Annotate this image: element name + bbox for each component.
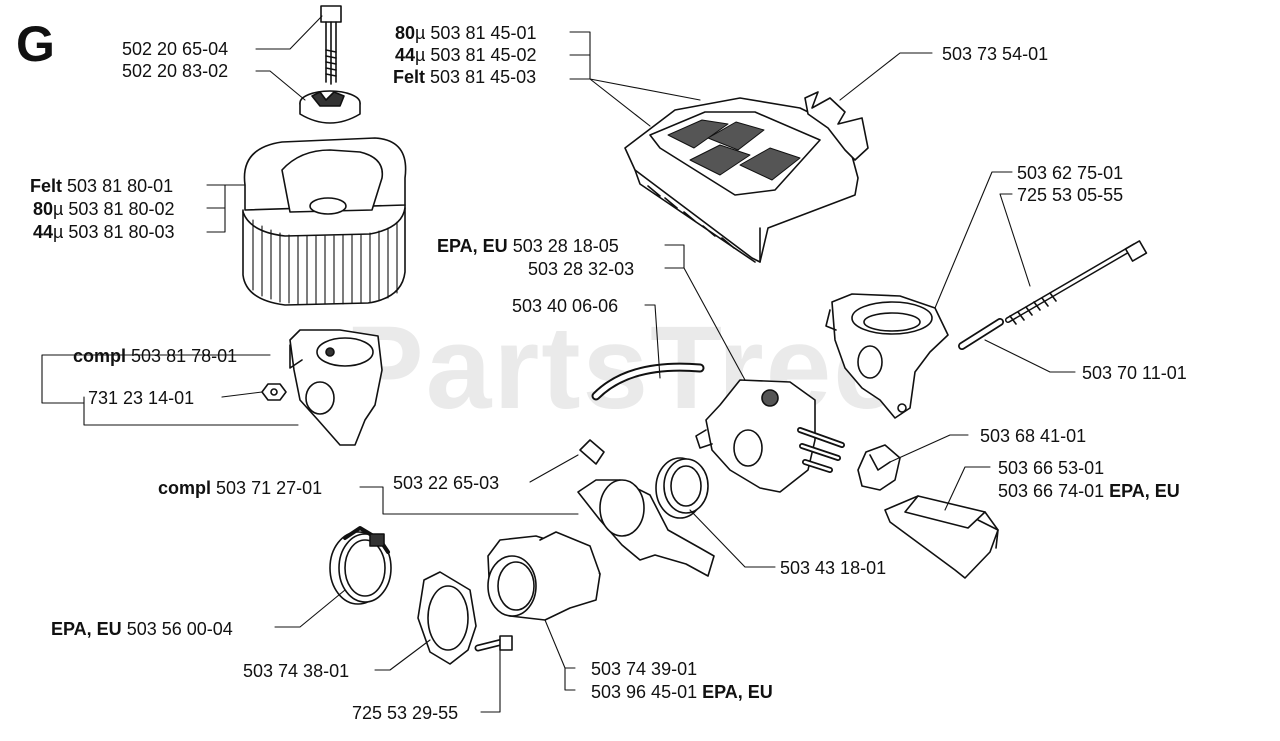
part-number: 503 81 45-03 [430,67,537,87]
part-label[interactable]: 44µ 503 81 45-02 [395,44,537,66]
manifold-503-74-39-01[interactable] [487,531,601,621]
carburetor-503-28-18-05[interactable] [695,379,845,493]
bolt-502-20-65-04[interactable] [320,5,342,85]
part-label[interactable]: 503 74 39-01 [591,658,697,680]
part-number: 503 81 80-01 [67,176,174,196]
part-number: 503 70 11-01 [1082,363,1187,383]
bolt-725-53-05-55[interactable] [1005,240,1148,325]
bracket-503-71-27-01[interactable] [577,479,715,577]
choke-503-68-41-01[interactable] [857,444,901,491]
part-label[interactable]: EPA, EU 503 28 18-05 [437,235,619,257]
part-label[interactable]: 80µ 503 81 45-01 [395,22,537,44]
air-filter-503-81-45[interactable] [624,97,859,263]
part-label[interactable]: 503 62 75-01 [1017,162,1123,184]
part-number: 725 53 05-55 [1017,185,1124,205]
part-number: 502 20 83-02 [122,61,229,81]
variant-prefix: 44 [395,45,416,65]
part-number: 503 62 75-01 [1017,163,1124,183]
variant-prefix: EPA, EU [437,236,508,256]
part-number: 503 22 65-03 [393,473,500,493]
part-number: 503 56 00-04 [126,619,233,639]
clamp-503-56-00-04[interactable] [329,526,392,605]
gasket-503-22-65-03[interactable] [579,439,605,465]
part-label[interactable]: 503 74 38-01 [243,660,349,682]
part-label[interactable]: Felt 503 81 80-01 [30,175,173,197]
variant-prefix: compl [158,478,212,498]
part-label[interactable]: 503 70 11-01 [1082,362,1187,384]
part-label[interactable]: 503 40 06-06 [512,295,618,317]
part-label[interactable]: compl 503 71 27-01 [158,477,322,499]
part-label[interactable]: 503 28 32-03 [528,258,634,280]
part-number: 502 20 65-04 [122,39,229,59]
variant-prefix: 80 [395,23,416,43]
part-number: 503 74 38-01 [243,661,350,681]
screw-725-53-29-55[interactable] [474,635,513,652]
part-label[interactable]: 725 53 05-55 [1017,184,1123,206]
unit: µ [53,199,64,219]
part-number: 503 28 32-03 [528,259,635,279]
variant-prefix: 80 [33,199,54,219]
part-label[interactable]: 503 68 41-01 [980,425,1086,447]
part-number: 503 74 39-01 [591,659,698,679]
part-number: 503 81 80-02 [68,199,175,219]
part-label[interactable]: Felt 503 81 45-03 [393,66,536,88]
part-label[interactable]: 503 96 45-01 EPA, EU [591,681,773,703]
flange-503-74-38-01[interactable] [417,571,477,665]
variant-prefix: Felt [30,176,63,196]
variant-prefix: EPA, EU [51,619,122,639]
part-number: 503 66 53-01 [998,458,1105,478]
part-label[interactable]: compl 503 81 78-01 [73,345,237,367]
adapter-503-62-75-01[interactable] [825,293,949,419]
part-number: 503 66 74-01 [998,481,1105,501]
part-label[interactable]: 503 22 65-03 [393,472,499,494]
part-number: 725 53 29-55 [352,703,459,723]
part-label[interactable]: 725 53 29-55 [352,702,458,724]
part-number: 503 81 45-01 [430,23,537,43]
variant-prefix: compl [73,346,127,366]
part-number: 503 40 06-06 [512,296,619,316]
part-503-66-53-01[interactable] [884,495,999,579]
part-number: 731 23 14-01 [88,388,195,408]
part-label[interactable]: 503 43 18-01 [780,557,886,579]
part-label[interactable]: 80µ 503 81 80-02 [33,198,175,220]
ring-503-43-18-01[interactable] [655,457,709,519]
part-label[interactable]: EPA, EU 503 56 00-04 [51,618,233,640]
gasket-503-73-54-01[interactable] [804,91,869,161]
part-number: 503 81 78-01 [131,346,238,366]
part-label[interactable]: 502 20 65-04 [122,38,228,60]
variant-prefix: 44 [33,222,54,242]
variant-prefix: Felt [393,67,426,87]
tube-503-70-11-01[interactable] [958,318,1004,350]
part-number: 503 68 41-01 [980,426,1087,446]
part-number: 503 28 18-05 [512,236,619,256]
part-number: 503 71 27-01 [216,478,323,498]
part-label[interactable]: 44µ 503 81 80-03 [33,221,175,243]
knob-nut-502-20-83-02[interactable] [299,90,361,124]
part-number: 503 81 45-02 [430,45,537,65]
part-number: 503 96 45-01 [591,682,698,702]
fuel-hose-503-40-06-06[interactable] [591,362,705,401]
part-label[interactable]: 502 20 83-02 [122,60,228,82]
part-label[interactable]: 503 66 53-01 [998,457,1104,479]
unit: µ [415,45,426,65]
part-number: 503 73 54-01 [942,44,1049,64]
variant-suffix: EPA, EU [702,682,773,702]
unit: µ [53,222,64,242]
part-number: 503 43 18-01 [780,558,887,578]
unit: µ [415,23,426,43]
part-label[interactable]: 503 66 74-01 EPA, EU [998,480,1180,502]
leader-lines [41,15,1076,713]
part-label[interactable]: 503 73 54-01 [942,43,1048,65]
adapter-503-81-78-01[interactable] [289,329,383,446]
air-filter-503-81-80[interactable] [242,137,407,306]
section-letter: G [16,16,55,72]
part-label[interactable]: 731 23 14-01 [88,387,194,409]
nut-731-23-14-01[interactable] [261,383,287,401]
part-number: 503 81 80-03 [68,222,175,242]
variant-suffix: EPA, EU [1109,481,1180,501]
